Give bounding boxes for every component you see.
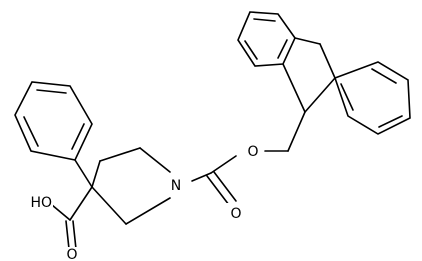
piperidine-ring <box>91 147 171 225</box>
carbamate-carbonyl-oxygen-label: O <box>230 206 241 222</box>
fluorenyl-left-ring <box>237 11 296 67</box>
hydroxyl-label: HO <box>30 195 52 211</box>
phenyl-ring <box>14 81 93 188</box>
carbamate-group <box>191 155 237 206</box>
carboxylic-acid-group <box>51 186 93 250</box>
ester-oxygen-label: O <box>247 144 258 160</box>
methylene-linker <box>264 111 306 152</box>
acid-carbonyl-oxygen-label: O <box>66 247 77 261</box>
fluorenyl-five-ring <box>282 37 336 113</box>
nitrogen-label: N <box>171 178 181 194</box>
fluorenyl-right-ring <box>333 61 411 135</box>
